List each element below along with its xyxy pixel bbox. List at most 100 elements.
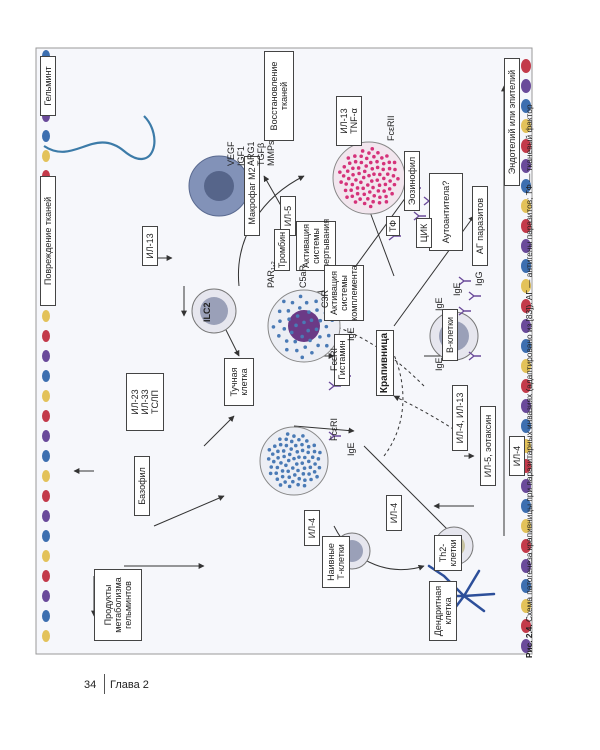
- granule: [385, 154, 389, 158]
- igg-label: IgG: [474, 271, 484, 286]
- granule: [294, 462, 299, 466]
- endothelium-cell: [521, 399, 531, 413]
- granule: [372, 172, 376, 176]
- granule: [276, 449, 280, 454]
- granule: [362, 201, 367, 206]
- granule: [365, 183, 370, 187]
- granule: [384, 194, 388, 199]
- granule: [289, 439, 294, 444]
- granule: [310, 351, 314, 355]
- granule: [304, 300, 309, 305]
- endothelium-cell: [521, 179, 531, 193]
- complement-box: Активация системы комплемента: [324, 265, 364, 321]
- endothelium-cell: [521, 99, 531, 113]
- granule: [315, 308, 319, 312]
- granule: [295, 314, 300, 318]
- urticaria-box: Крапивница: [376, 330, 394, 396]
- granule: [271, 325, 276, 329]
- granule: [278, 483, 283, 487]
- endothelium-cell: [521, 259, 531, 273]
- granule: [372, 193, 377, 198]
- granule: [301, 472, 306, 476]
- granule: [392, 182, 397, 187]
- granule: [313, 462, 317, 466]
- granule: [368, 190, 372, 194]
- endothelium-cell: [42, 530, 50, 542]
- page-number: 34: [84, 679, 97, 691]
- granule: [356, 166, 361, 170]
- granule: [294, 323, 298, 328]
- granule: [381, 161, 386, 166]
- endothelium-cell: [521, 419, 531, 433]
- granule: [287, 475, 292, 480]
- granule: [316, 457, 321, 461]
- granule: [293, 473, 297, 477]
- granule: [376, 189, 381, 193]
- thrombin-box: Тромбин: [274, 229, 290, 271]
- granule: [302, 455, 307, 460]
- granule: [306, 450, 310, 455]
- ige-b3-label: IgE: [452, 282, 462, 296]
- granule: [371, 199, 375, 204]
- il4-left-b-box: ИЛ-4: [386, 495, 402, 531]
- fceri-eos-label: FcεRII: [386, 115, 396, 141]
- granule: [287, 484, 292, 489]
- granule: [278, 437, 282, 441]
- granule: [297, 437, 301, 442]
- granule: [344, 182, 348, 186]
- granule: [338, 170, 342, 174]
- granule: [354, 178, 358, 182]
- il4-il13-box: ИЛ-4, ИЛ-13: [452, 385, 468, 451]
- cik-box: ЦИК: [416, 218, 432, 248]
- granule: [287, 452, 292, 457]
- granule: [325, 343, 329, 348]
- granule: [287, 317, 291, 321]
- granule: [292, 434, 296, 438]
- granule: [380, 156, 384, 160]
- metabolism-box: Продукты метаболизма гельминтов: [94, 569, 142, 641]
- granule: [290, 466, 295, 470]
- granule: [349, 188, 353, 193]
- endothelium-cell: [42, 390, 50, 402]
- chapter-label: Глава 2: [110, 679, 149, 691]
- granule: [300, 461, 305, 465]
- fceri-mast-label: FcεRI: [329, 347, 339, 371]
- granule: [375, 178, 380, 182]
- granule: [375, 165, 380, 170]
- granule: [387, 187, 392, 191]
- granule: [359, 160, 364, 165]
- basophil-box: Базофил: [134, 456, 150, 516]
- granule: [312, 470, 317, 474]
- granule: [298, 294, 303, 299]
- granule: [291, 479, 295, 484]
- endothelium-cell: [42, 450, 50, 462]
- granule: [302, 320, 306, 325]
- granule: [318, 335, 322, 339]
- endothelium-cell: [42, 590, 50, 602]
- granule: [305, 439, 309, 443]
- granule: [280, 474, 285, 479]
- granule: [315, 474, 319, 479]
- granule: [282, 299, 286, 304]
- granule: [279, 461, 283, 465]
- macrophage-icon: [188, 155, 250, 217]
- granule: [293, 443, 298, 448]
- ige-b1-label: IgE: [434, 357, 444, 371]
- granule: [391, 174, 396, 178]
- granule: [367, 173, 371, 178]
- endothelium-cell: [521, 619, 531, 633]
- granule: [384, 200, 389, 204]
- granule: [316, 343, 320, 348]
- granule: [282, 454, 286, 459]
- granule: [266, 457, 271, 461]
- granule: [314, 327, 319, 332]
- granule: [281, 449, 286, 453]
- c5ar-label: C5aR: [298, 264, 308, 288]
- granule: [284, 443, 289, 448]
- granule: [367, 151, 371, 155]
- endothelium-cell: [521, 499, 531, 513]
- endothelium-cell: [42, 550, 50, 562]
- eosinophil-box: Эозинофил: [404, 151, 420, 211]
- granule: [286, 309, 291, 313]
- endothelium-cell: [521, 639, 531, 653]
